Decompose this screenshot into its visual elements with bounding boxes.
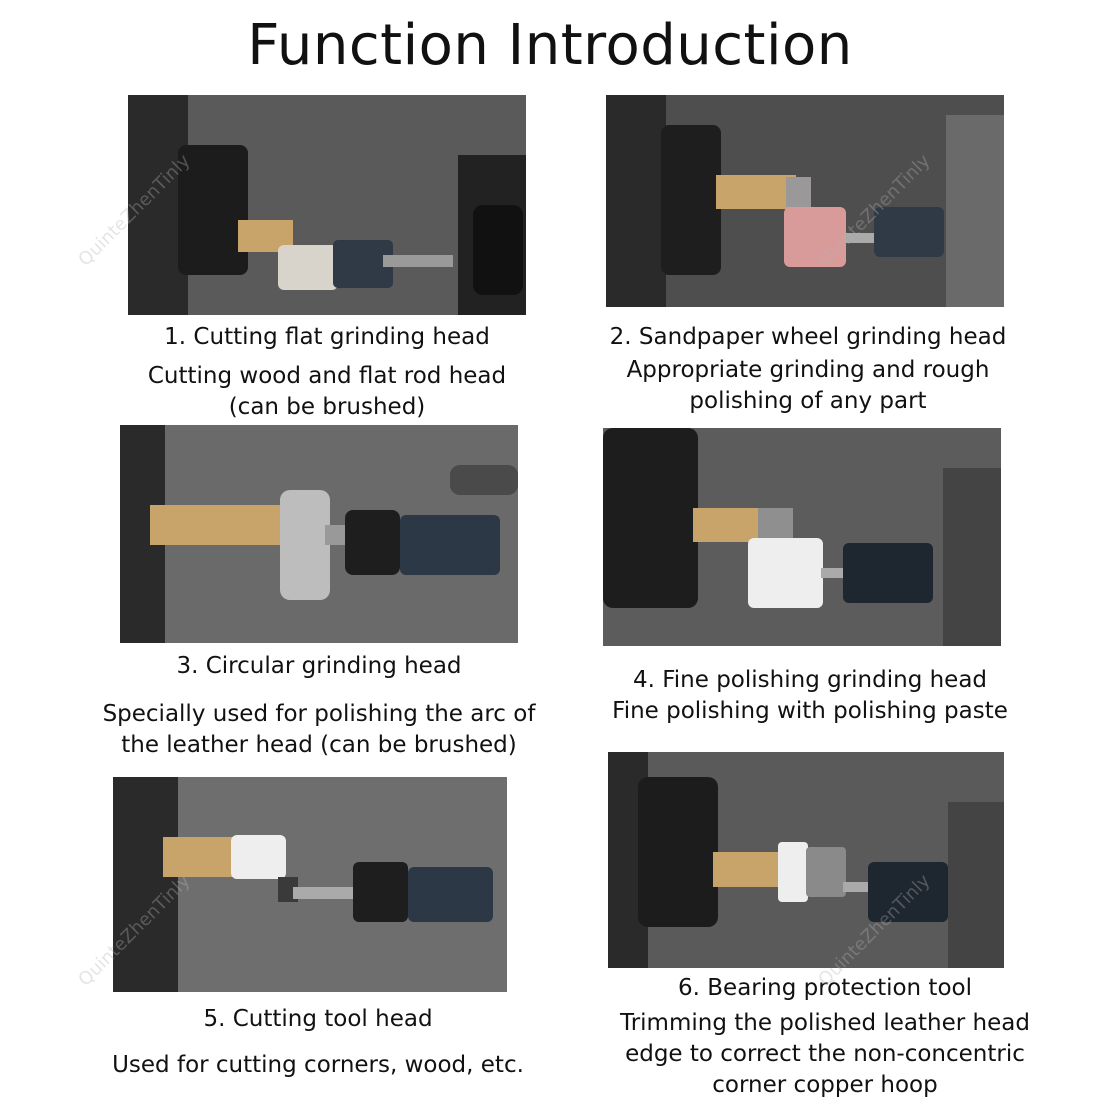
caption-1: 1. Cutting flat grinding head Cutting wo… (107, 322, 547, 423)
caption-1-desc-line-1: Cutting wood and flat rod head (147, 363, 507, 389)
photo-circular-grinding-head (120, 425, 518, 643)
caption-2-desc-line-2: polishing of any part (689, 388, 927, 414)
caption-4: 4. Fine polishing grinding head Fine pol… (560, 665, 1060, 727)
caption-1-title: 1. Cutting flat grinding head (164, 324, 490, 350)
caption-4-desc-line-1: Fine polishing with polishing paste (612, 698, 1008, 724)
caption-6-desc-line-1: Trimming the polished leather head (620, 1010, 1030, 1036)
caption-5-title: 5. Cutting tool head (203, 1006, 433, 1032)
machine-illustration-3 (120, 425, 518, 643)
page-title: Function Introduction (247, 13, 853, 78)
photo-cutting-flat-grinding-head (128, 95, 526, 315)
machine-illustration-6 (608, 752, 1004, 968)
photo-sandpaper-wheel-grinding-head (606, 95, 1004, 307)
machine-illustration-1 (128, 95, 526, 315)
machine-illustration-2 (606, 95, 1004, 307)
photo-fine-polishing-grinding-head (603, 428, 1001, 646)
photo-bearing-protection-tool (608, 752, 1004, 968)
caption-5: 5. Cutting tool head Used for cutting co… (88, 1004, 548, 1081)
caption-2: 2. Sandpaper wheel grinding head Appropr… (580, 322, 1036, 417)
caption-2-title: 2. Sandpaper wheel grinding head (609, 324, 1007, 350)
caption-3-desc-line-1: Specially used for polishing the arc of (102, 701, 536, 727)
machine-illustration-4 (603, 428, 1001, 646)
caption-6-desc-line-3: corner copper hoop (712, 1072, 938, 1098)
caption-1-desc-line-2: (can be brushed) (228, 394, 426, 420)
caption-6-desc-line-2: edge to correct the non-concentric (625, 1041, 1025, 1067)
machine-illustration-5 (113, 777, 507, 992)
caption-2-desc-line-1: Appropriate grinding and rough (626, 357, 990, 383)
caption-3: 3. Circular grinding head Specially used… (80, 651, 558, 761)
caption-3-title: 3. Circular grinding head (176, 653, 462, 679)
caption-6: 6. Bearing protection tool Trimming the … (590, 973, 1060, 1101)
caption-4-title: 4. Fine polishing grinding head (632, 667, 988, 693)
caption-6-title: 6. Bearing protection tool (678, 975, 972, 1001)
caption-3-desc-line-2: the leather head (can be brushed) (121, 732, 517, 758)
caption-5-desc-line-1: Used for cutting corners, wood, etc. (112, 1052, 524, 1078)
photo-cutting-tool-head (113, 777, 507, 992)
